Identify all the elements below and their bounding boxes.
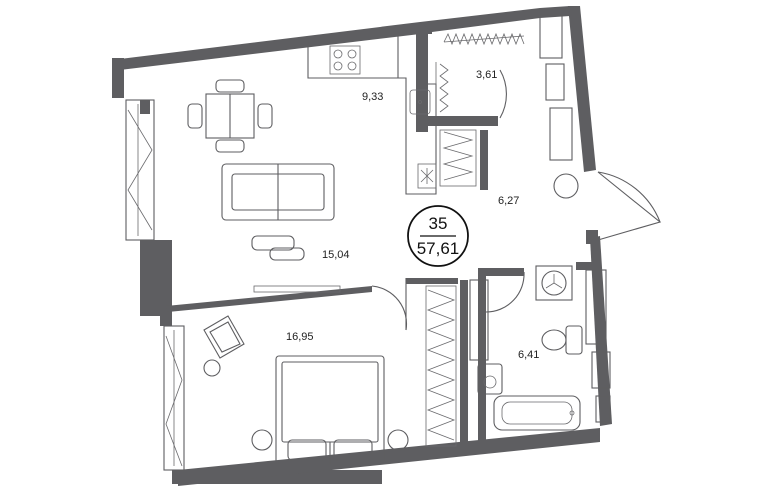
wardrobe-hall (439, 129, 477, 187)
washer-icon (535, 265, 573, 301)
cooktop-icon (329, 45, 361, 75)
bed-icon (251, 355, 409, 465)
area-closet: 3,61 (476, 69, 497, 81)
closet-top (435, 32, 525, 119)
toilet-icon (541, 325, 583, 355)
armchair-icon (203, 315, 245, 377)
apartment-total-area: 57,61 (417, 239, 460, 258)
area-hall: 6,27 (498, 195, 519, 207)
area-bedroom: 16,95 (286, 331, 314, 343)
dining-table-icon (187, 79, 273, 153)
sofa-icon (221, 163, 335, 221)
wardrobe-bedroom (425, 285, 457, 447)
area-kitchen: 9,33 (362, 91, 383, 103)
coffee-table-icon (251, 235, 305, 261)
bathtub-icon (493, 395, 581, 431)
tv-console-icon (253, 285, 341, 293)
entry-door[interactable] (553, 171, 662, 241)
area-living: 15,04 (322, 249, 350, 261)
area-bathroom: 6,41 (518, 349, 539, 361)
door-arcs (371, 271, 525, 331)
windows-right (539, 13, 611, 423)
apartment-badge: 35 57,61 (407, 205, 469, 267)
sink-bath-icon (477, 363, 503, 395)
apartment-number: 35 (429, 214, 448, 233)
windows-left (125, 99, 185, 471)
walls (112, 6, 612, 486)
bathroom (469, 265, 583, 431)
kitchen (307, 34, 437, 195)
fan-icon (417, 163, 437, 189)
sink-icon (409, 89, 431, 115)
